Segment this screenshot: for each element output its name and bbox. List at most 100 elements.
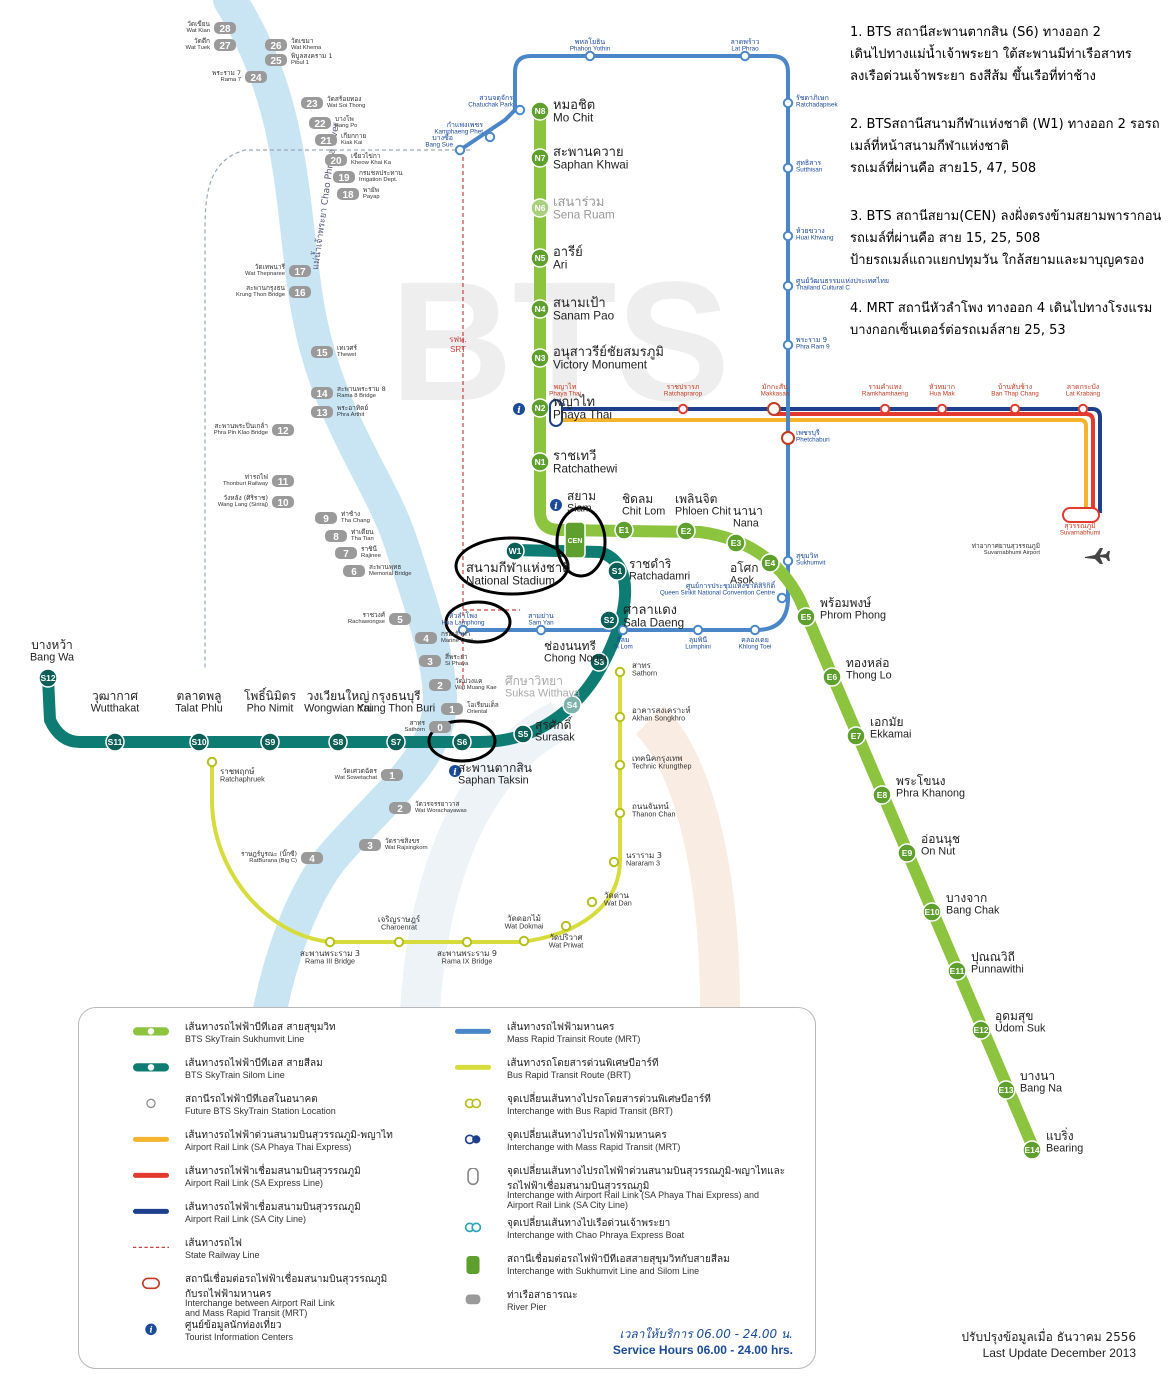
station-marker xyxy=(922,902,942,922)
legend-label-en: Interchange with Sukhumvit Line and Silo… xyxy=(507,1266,700,1276)
legend-label-th: เส้นทางรถไฟฟ้าเชื่อมสนามบินสุวรรณภูมิ xyxy=(185,1202,361,1213)
station-name-en: Rama III Bridge xyxy=(305,957,355,966)
sukhumvit-line xyxy=(534,104,1041,1158)
station-name-en: Bearing xyxy=(1046,1142,1083,1154)
pier-badge xyxy=(325,154,347,166)
legend-label-th: สถานีเชื่อมต่อรถไฟฟ้าบีทีเอสสายสุขุมวิทก… xyxy=(507,1254,730,1265)
station-name-th: สะพานพระปิ่นเกล้า xyxy=(215,421,269,430)
river xyxy=(213,0,458,1027)
station-name-en: Siam xyxy=(567,502,592,514)
station-name-th: ราชินี xyxy=(361,545,378,553)
station-name-th: อนุสาวรีย์ชัยสมรภูมิ xyxy=(553,344,664,360)
pier-number: 10 xyxy=(277,498,289,509)
station-dot xyxy=(782,339,794,351)
airport-city-line xyxy=(555,407,1102,513)
station-name-en: Sukhumvit xyxy=(796,560,826,567)
station-name-en: Pho Nimit xyxy=(247,702,294,714)
station-code: N4 xyxy=(535,304,546,314)
station-name-th: วังหลัง (ศิริราช) xyxy=(223,494,268,502)
legend-label-th: จุดเปลี่ยนเส้นทางไปเรือด่วนเจ้าพระยา xyxy=(507,1218,671,1229)
station-name-th: พิบูลสงคราม 1 xyxy=(291,52,333,60)
station-name-th: พญาไท xyxy=(554,382,577,391)
station-code: E5 xyxy=(801,612,812,622)
station-name-en: Ratchathewi xyxy=(553,462,617,475)
pier-number: 7 xyxy=(343,549,349,560)
station-name-th: วัดเศวตฉัตร xyxy=(343,767,378,775)
station-marker xyxy=(530,348,550,368)
station-name-en: Wat Rajsingkorn xyxy=(385,845,428,851)
station-name-en: Ratchadapisek xyxy=(796,102,839,109)
note-3: 3. BTS สถานีสยาม(CEN) ลงฝั่งตรงข้ามสยามพ… xyxy=(850,209,1162,268)
legend-symbol-silom xyxy=(133,1063,169,1072)
legend-symbol-pier xyxy=(465,1294,481,1305)
legend-label-th: สถานีรถไฟฟ้าบีทีเอสในอนาคต xyxy=(185,1094,318,1105)
pier-badge xyxy=(415,632,437,644)
station-code: N2 xyxy=(535,403,546,413)
station-name-en: Sena Ruam xyxy=(553,208,615,221)
station-code: S1 xyxy=(612,566,623,576)
pier-badge xyxy=(337,188,359,200)
station-name-th: วุฒากาศ xyxy=(92,689,138,704)
legend-label-en: River Pier xyxy=(507,1302,547,1312)
legend-symbol-future xyxy=(146,1098,156,1109)
station-name-en: Bang Po xyxy=(335,123,357,129)
station-marker xyxy=(947,961,967,981)
station-name-th: ถนนจันทน์ xyxy=(632,801,669,811)
station-marker xyxy=(589,652,609,672)
pier-badge xyxy=(214,39,236,51)
station-dot xyxy=(614,711,626,723)
info-icon: i xyxy=(453,768,457,778)
station-name-en: Ari xyxy=(553,258,567,271)
station-name-th: หมอชิต xyxy=(553,98,595,113)
pier-number: 4 xyxy=(309,854,315,865)
station-name-th: ทองหล่อ xyxy=(846,656,889,670)
pier-badge xyxy=(441,703,463,715)
station-name-th: กำแพงเพชร xyxy=(447,121,483,129)
station-name-en: Pibul 1 xyxy=(291,60,309,66)
info-icon: i xyxy=(554,502,558,512)
last-update: ปรับปรุงข้อมูลเมื่อ ธันวาคม 2556 Last Up… xyxy=(930,1329,1136,1361)
station-name-en: Akhan Songkhro xyxy=(632,714,685,723)
station-name-th: วัดราชสิงขร xyxy=(385,837,420,845)
station-code: N7 xyxy=(535,153,546,163)
pier-number: 1 xyxy=(389,771,395,782)
station-name-th: บางหว้า xyxy=(31,638,73,652)
pier-number: 23 xyxy=(306,99,318,110)
station-marker xyxy=(897,843,917,863)
station-marker xyxy=(676,521,696,541)
station-name-en: Sutthisan xyxy=(796,167,823,174)
legend-symbol-railway xyxy=(133,1246,169,1248)
station-marker xyxy=(530,101,550,121)
station-name-en: Wat Sowetachat xyxy=(335,775,378,781)
station-code: E10 xyxy=(924,907,939,917)
pier-badge xyxy=(265,54,287,66)
station-name-en: Si Lom xyxy=(613,644,633,651)
station-code: S9 xyxy=(265,737,276,747)
travel-notes: 1. BTS สถานีสะพานตากสิน (S6) ทางออก 2 เด… xyxy=(850,22,1170,368)
legend-symbol-sukhumvit xyxy=(133,1027,169,1036)
pier-badge xyxy=(429,721,451,733)
station-name-th: สนามกีฬาแห่งชาติ xyxy=(466,560,571,576)
station-name-en: Ban Thap Chang xyxy=(991,391,1039,398)
station-name-en: Nana xyxy=(733,517,759,529)
station-marker xyxy=(105,732,125,752)
airplane-icon xyxy=(1085,548,1110,564)
pier-badge xyxy=(325,530,347,542)
station-name-th: ท่าอากาศยานสุวรรณภูมิ xyxy=(972,542,1040,550)
pier-badge xyxy=(245,71,267,83)
station-name-en: Wat Dan xyxy=(604,899,632,908)
interchange-icon xyxy=(767,402,781,416)
station-name-en: Wat Khema xyxy=(291,45,322,51)
station-name-th: ราษฎร์บูรณะ (บิ๊กซี) xyxy=(241,849,297,858)
station-name-th: บางซื่อ xyxy=(432,133,453,142)
station-name-th: วัดเขียน xyxy=(187,20,210,28)
station-name-en: Rajinee xyxy=(361,553,381,559)
station-name-th: อโศก xyxy=(730,561,759,575)
station-name-th: สะพานพระราม 3 xyxy=(300,949,360,958)
legend-symbol-x_boat xyxy=(464,1222,482,1233)
station-name-en: Thonburi Railway xyxy=(223,481,268,487)
note-4: 4. MRT สถานีหัวลำโพง ทางออก 4 เดินไปทางโ… xyxy=(850,301,1153,338)
station-name-en: RatBurana (Big C) xyxy=(249,858,297,864)
